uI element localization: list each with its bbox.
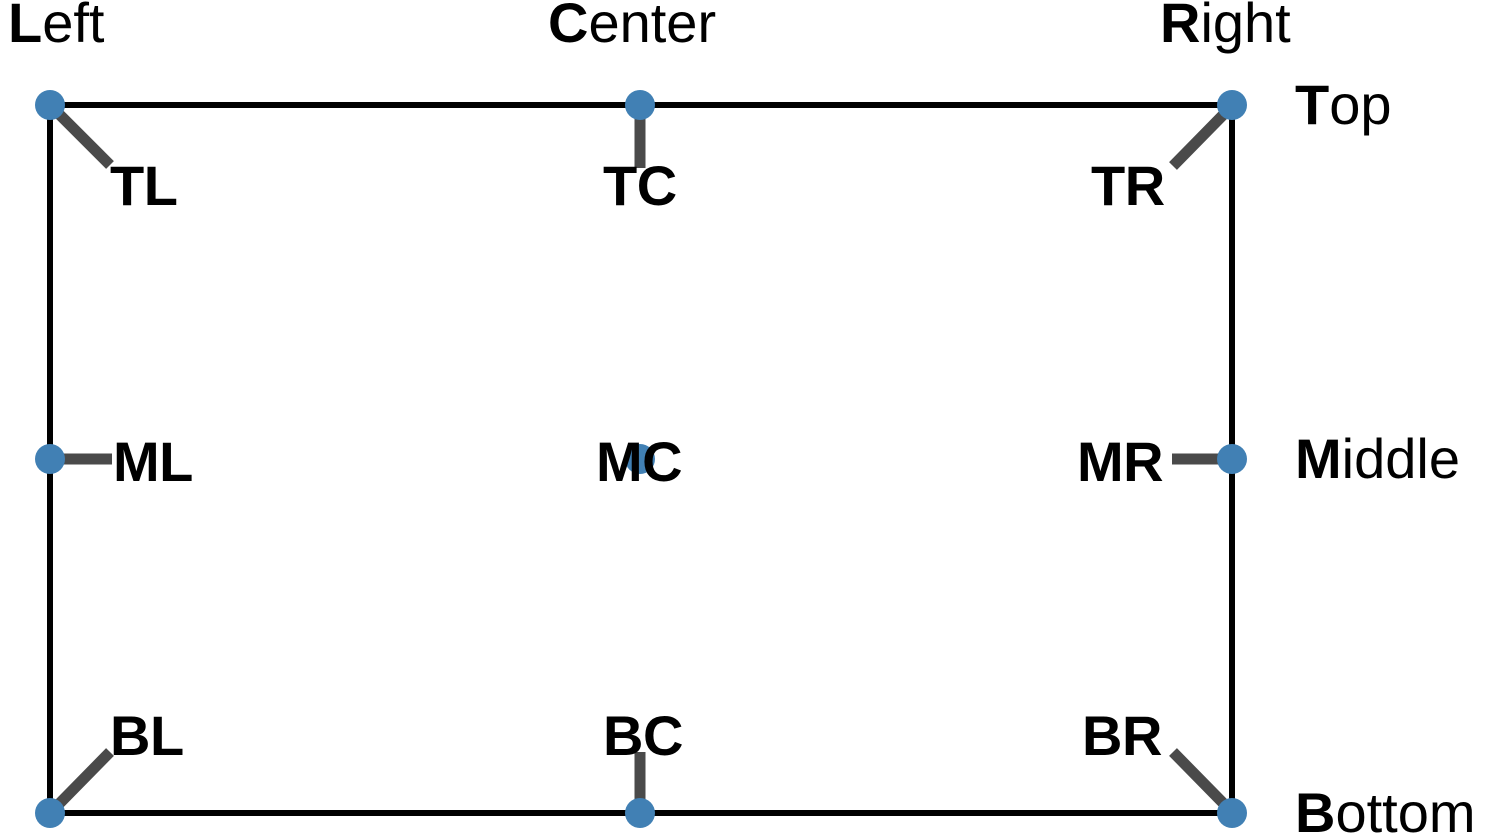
anchor-label-ml: ML	[113, 430, 193, 493]
column-headers: Left Center Right	[8, 0, 1291, 54]
anchor-label-tl: TL	[110, 154, 177, 217]
row-header-middle-rest: iddle	[1342, 427, 1460, 490]
anchor-labels: TL TC TR ML MC MR BL BC BR	[110, 154, 1165, 767]
row-header-bottom-rest: ottom	[1335, 781, 1475, 839]
anchor-label-br: BR	[1082, 704, 1162, 767]
row-header-top-initial: T	[1295, 73, 1329, 136]
anchor-dot-ml[interactable]	[35, 444, 65, 474]
row-header-middle-initial: M	[1295, 427, 1342, 490]
anchor-label-mc: MC	[596, 430, 682, 493]
anchor-dot-tc[interactable]	[625, 90, 655, 120]
leader-line-tr	[1169, 108, 1230, 170]
anchor-dot-mc[interactable]	[625, 444, 655, 474]
column-header-center-initial: C	[548, 0, 588, 54]
leader-line-br	[1169, 748, 1230, 810]
row-header-bottom-initial: B	[1295, 781, 1335, 839]
anchor-label-tr: TR	[1091, 154, 1165, 217]
anchor-dot-mr[interactable]	[1217, 444, 1247, 474]
anchor-dot-bl[interactable]	[35, 798, 65, 828]
row-header-top: Top	[1295, 73, 1392, 136]
column-header-right-rest: ight	[1200, 0, 1291, 54]
column-header-left: Left	[8, 0, 105, 54]
anchor-dots	[35, 90, 1247, 828]
anchor-label-mr: MR	[1077, 430, 1163, 493]
column-header-left-initial: L	[8, 0, 42, 54]
leader-line-tl	[53, 108, 114, 169]
leader-line-bl	[53, 748, 114, 810]
anchor-dot-bc[interactable]	[625, 798, 655, 828]
row-header-middle: Middle	[1295, 427, 1460, 490]
leader-lines	[53, 108, 1230, 810]
anchor-label-bc: BC	[603, 704, 683, 767]
column-header-center: Center	[548, 0, 716, 54]
row-header-bottom: Bottom	[1295, 781, 1476, 839]
anchor-dot-tr[interactable]	[1217, 90, 1247, 120]
column-header-right-initial: R	[1160, 0, 1200, 54]
column-header-left-rest: eft	[42, 0, 105, 54]
anchor-dot-tl[interactable]	[35, 90, 65, 120]
anchor-dot-br[interactable]	[1217, 798, 1247, 828]
anchor-label-tc: TC	[603, 154, 677, 217]
row-header-top-rest: op	[1329, 73, 1391, 136]
column-header-center-rest: enter	[588, 0, 716, 54]
anchor-label-bl: BL	[110, 704, 184, 767]
column-header-right: Right	[1160, 0, 1291, 54]
